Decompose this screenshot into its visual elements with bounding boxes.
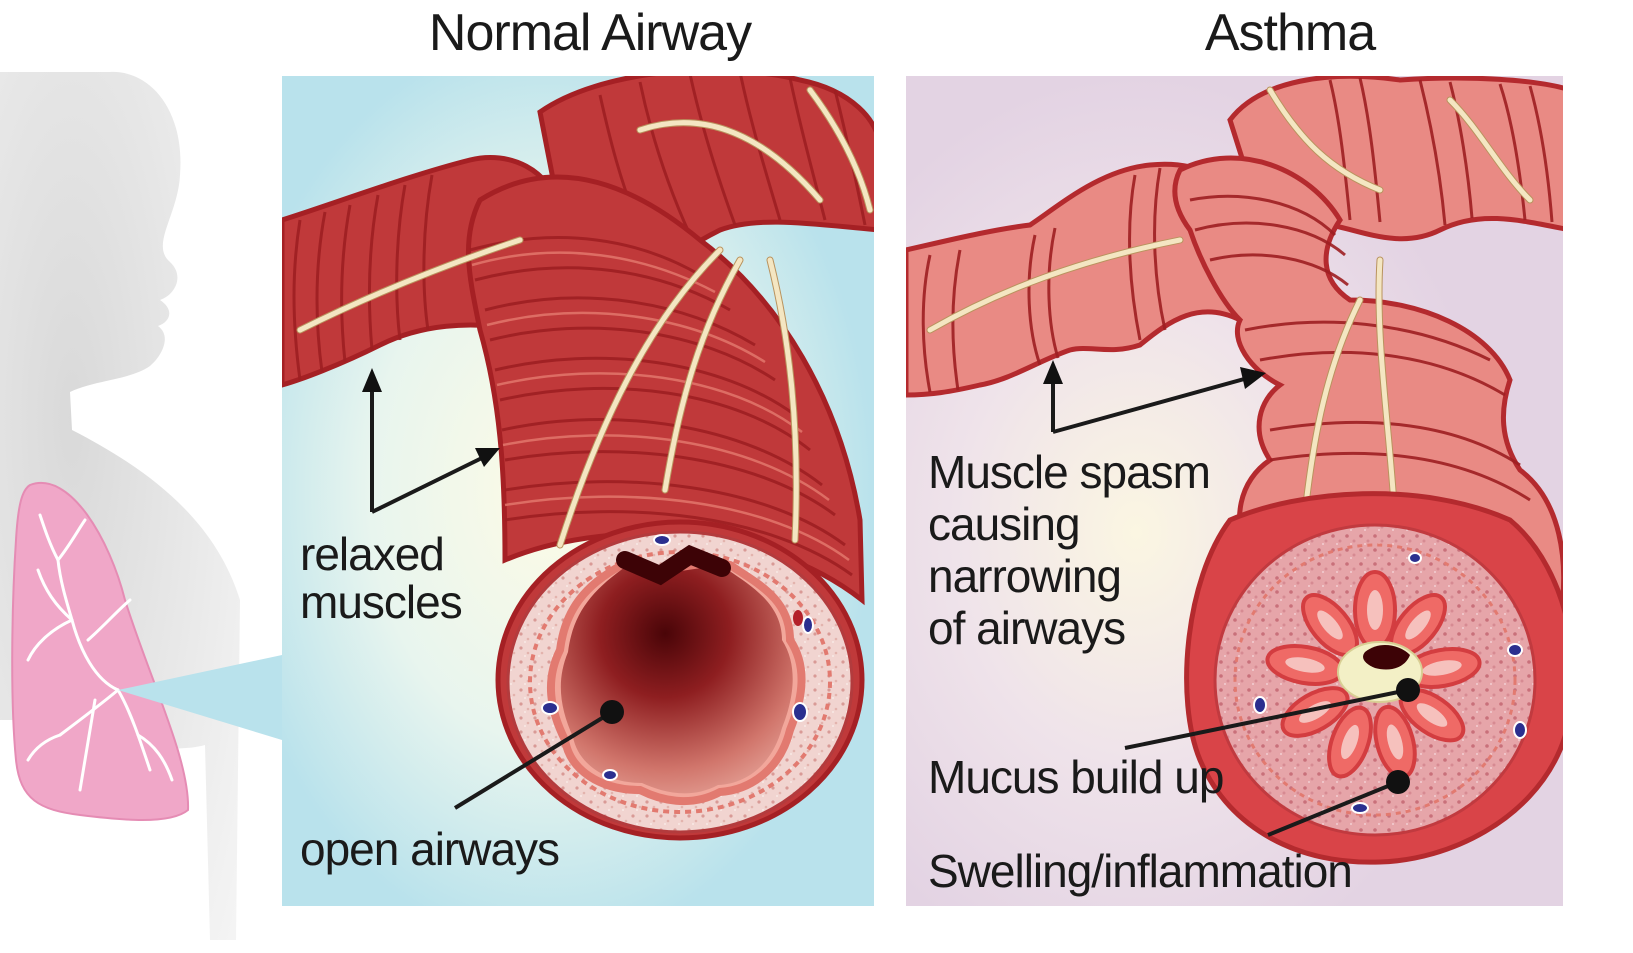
asthma-cross-section — [1187, 494, 1574, 863]
spasm-label-line4: of airways — [928, 602, 1125, 654]
asthma-title: Asthma — [1205, 4, 1376, 62]
relaxed-label-line2: muscles — [300, 576, 462, 628]
mucus-label: Mucus build up — [928, 751, 1223, 803]
swelling-label: Swelling/inflammation — [928, 845, 1352, 897]
normal-airway-panel: Normal Airway relaxed muscles open airwa… — [282, 4, 880, 906]
spasm-label-line1: Muscle spasm — [928, 446, 1210, 498]
asthma-panel: Asthma Muscle spasm causing narrowing of… — [906, 4, 1574, 906]
relaxed-label-line1: relaxed — [300, 528, 444, 580]
spasm-label-line3: narrowing — [928, 550, 1121, 602]
normal-cross-section — [498, 522, 862, 838]
normal-airway-title: Normal Airway — [429, 4, 752, 62]
normal-open-lumen — [561, 565, 793, 793]
spasm-label-line2: causing — [928, 498, 1080, 550]
open-airways-label: open airways — [300, 823, 559, 875]
